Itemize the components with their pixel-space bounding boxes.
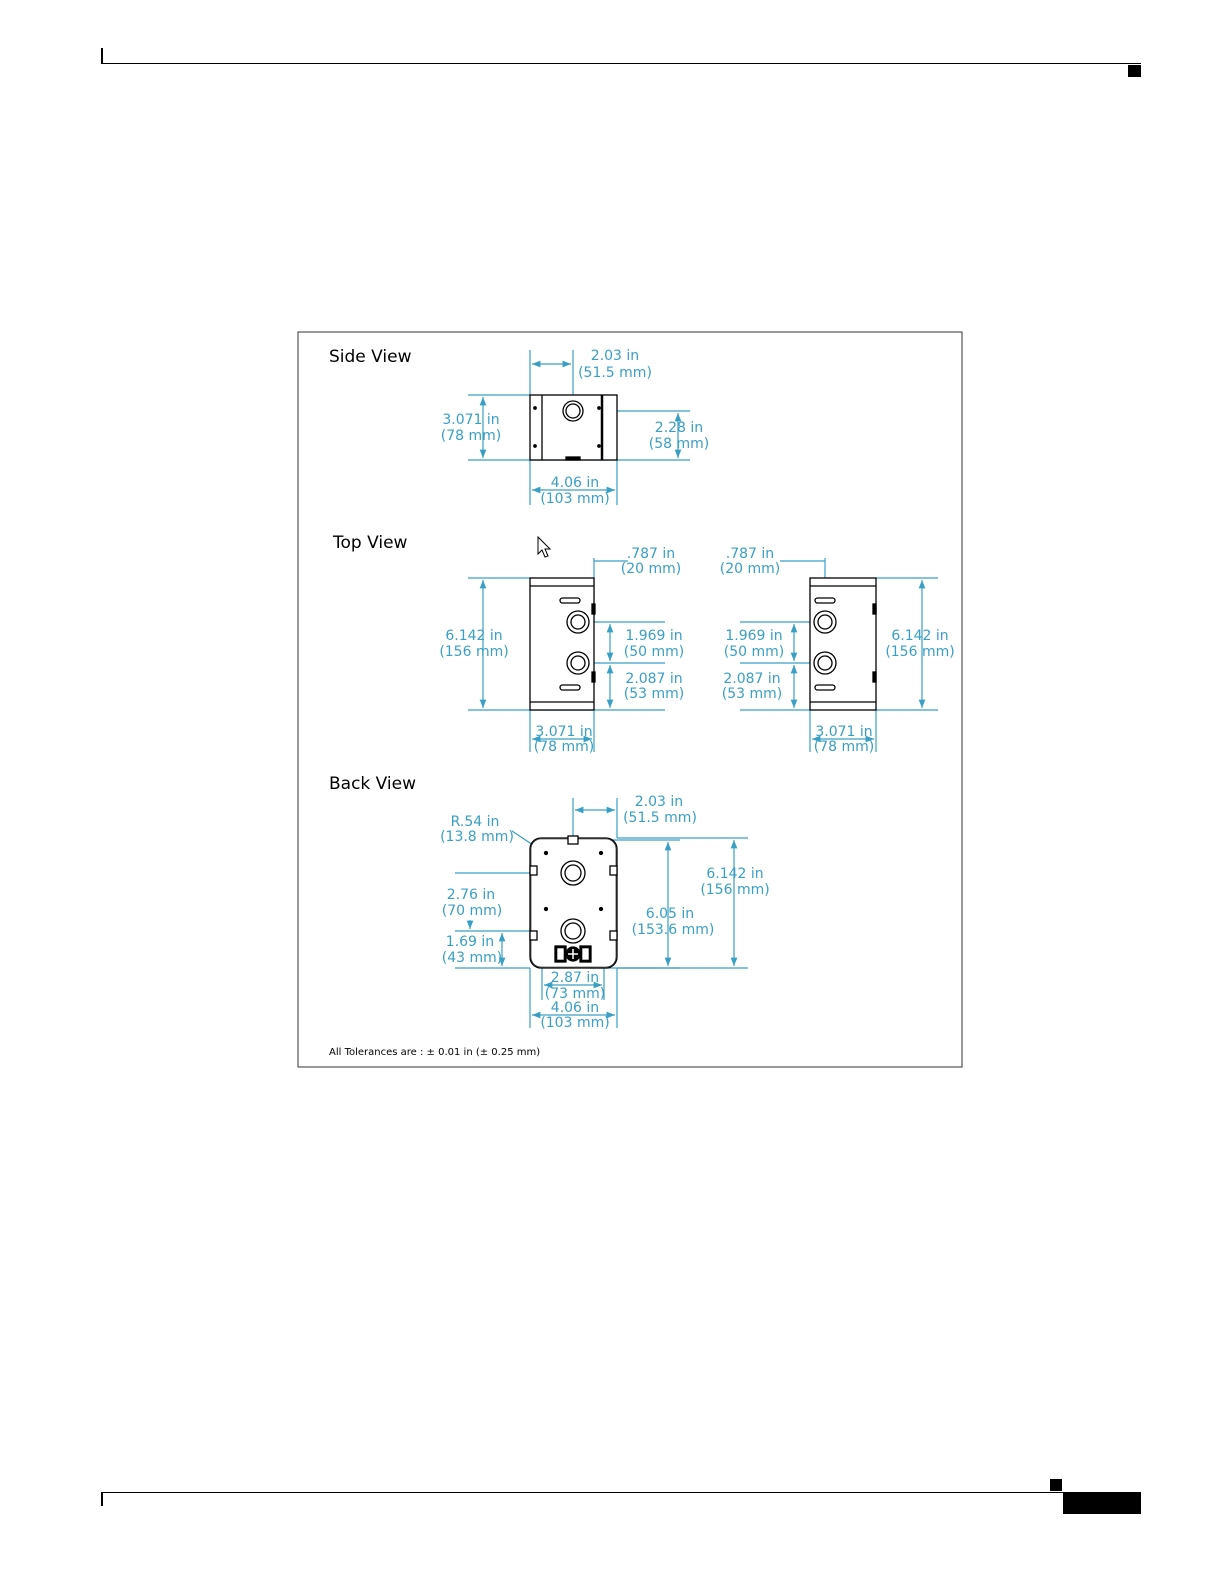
side-view-object [529,394,618,461]
footer-rule [101,1492,1141,1493]
top-view-right-object [809,577,877,711]
top-left-hole-spacing-in: 1.969 in [625,628,682,644]
back-view-object [529,835,618,969]
mouse-cursor-icon [537,535,552,558]
top-right-hole-bottom-mm: (53 mm) [722,686,782,702]
header-rule [101,63,1141,64]
header-tick [101,48,103,64]
back-outer-width-mm: (103 mm) [540,1015,609,1031]
top-right-hole-spacing-mm: (50 mm) [724,644,784,660]
footer-page-tab [1063,1493,1141,1514]
top-left-offset-in: .787 in [627,546,675,562]
back-inner-width-mm: (73 mm) [545,986,605,1002]
top-left-offset-mm: (20 mm) [621,561,681,577]
top-left-height-mm: (156 mm) [439,644,508,660]
back-radius-in: R.54 in [451,814,500,830]
top-right-offset-mm: (20 mm) [720,561,780,577]
top-right-height-mm: (156 mm) [885,644,954,660]
figure-frame [297,331,963,1068]
top-view-left-object [529,577,596,711]
footer-marker [1050,1479,1062,1491]
back-hole-height-in: 6.05 in [646,906,694,922]
top-right-height-in: 6.142 in [891,628,948,644]
top-right-hole-spacing-in: 1.969 in [725,628,782,644]
side-width-bottom-in: 4.06 in [551,475,599,491]
back-view-title: Back View [329,774,416,794]
top-right-offset-in: .787 in [726,546,774,562]
back-hole-spacing-mm: (70 mm) [442,903,502,919]
side-width-top-mm: (51.5 mm) [578,365,652,381]
side-hole-height-in: 2.28 in [655,420,703,436]
top-view-title: Top View [332,533,408,553]
top-right-width-in: 3.071 in [815,724,872,740]
top-right-width-mm: (78 mm) [814,739,874,755]
top-left-hole-bottom-in: 2.087 in [625,671,682,687]
back-radius-mm: (13.8 mm) [440,829,514,845]
top-left-width-mm: (78 mm) [534,739,594,755]
footer-tick [101,1492,103,1506]
top-left-hole-spacing-mm: (50 mm) [624,644,684,660]
back-outer-width-in: 4.06 in [551,1000,599,1016]
side-height-mm: (78 mm) [441,428,501,444]
back-hole-spacing-in: 2.76 in [447,887,495,903]
back-hole-height-mm: (153.6 mm) [632,922,715,938]
back-inner-width-in: 2.87 in [551,970,599,986]
back-overall-height-mm: (156 mm) [700,882,769,898]
back-hole-bottom-mm: (43 mm) [442,950,502,966]
top-right-hole-bottom-in: 2.087 in [723,671,780,687]
header-marker [1128,65,1141,77]
side-width-top-in: 2.03 in [591,348,639,364]
tolerance-note: All Tolerances are : ± 0.01 in (± 0.25 m… [329,1047,540,1058]
back-hole-bottom-in: 1.69 in [446,934,494,950]
top-left-height-in: 6.142 in [445,628,502,644]
top-left-hole-bottom-mm: (53 mm) [624,686,684,702]
back-center-offset-mm: (51.5 mm) [623,810,697,826]
side-hole-height-mm: (58 mm) [649,436,709,452]
back-center-offset-in: 2.03 in [635,794,683,810]
side-view-title: Side View [329,347,412,367]
back-overall-height-in: 6.142 in [706,866,763,882]
side-width-bottom-mm: (103 mm) [540,491,609,507]
top-left-width-in: 3.071 in [535,724,592,740]
side-height-in: 3.071 in [442,412,499,428]
